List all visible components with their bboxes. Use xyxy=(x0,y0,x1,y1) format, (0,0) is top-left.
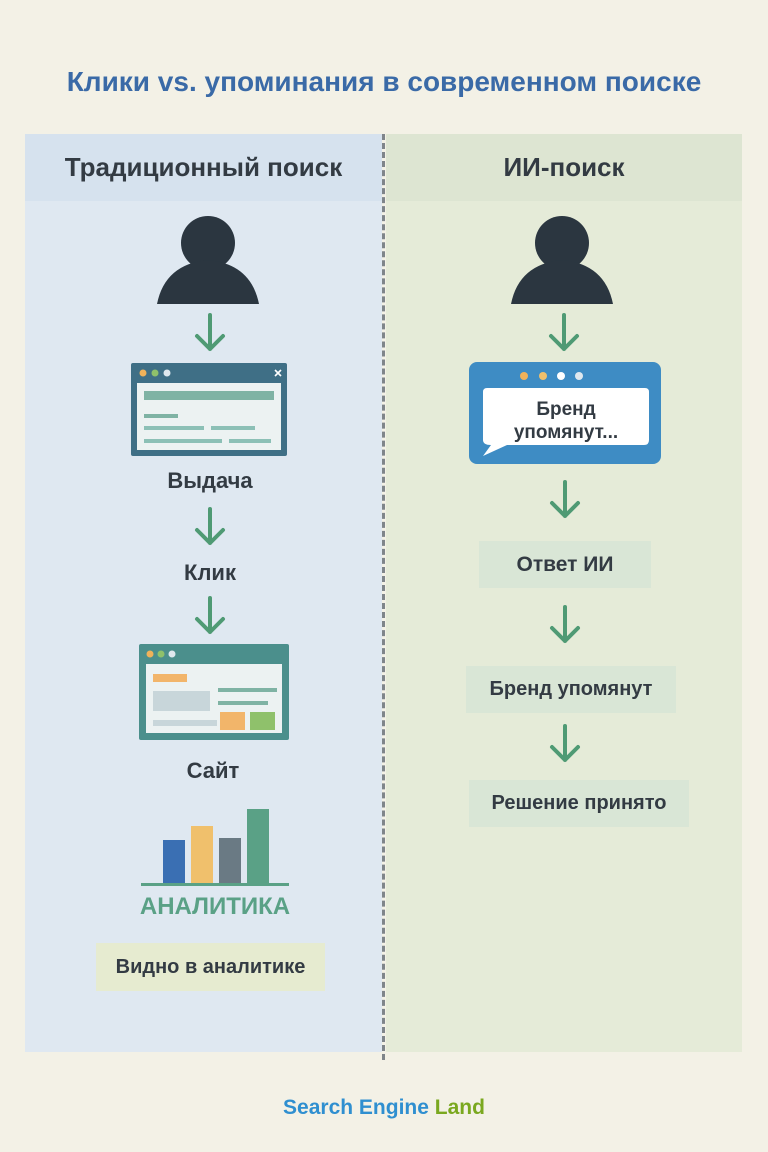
logo-part-1: Search Engine xyxy=(283,1096,429,1119)
arrow-down-icon xyxy=(550,724,580,762)
traditional-search-heading: Традиционный поиск xyxy=(25,134,382,201)
arrow-down-icon xyxy=(195,596,225,634)
brand-mentioned-box: Бренд упомянут xyxy=(466,666,676,713)
search-results-icon xyxy=(131,363,287,456)
visible-in-analytics-box: Видно в аналитике xyxy=(96,943,325,991)
ai-chat-window: Бренд упомянут... xyxy=(469,362,661,464)
search-engine-land-logo: Search Engine Land xyxy=(0,1096,768,1120)
arrow-down-icon xyxy=(195,507,225,545)
user-icon xyxy=(511,216,613,304)
ai-answer-box: Ответ ИИ xyxy=(479,541,651,588)
arrow-down-icon xyxy=(550,480,580,518)
arrow-down-icon xyxy=(195,313,225,351)
arrow-down-icon xyxy=(550,605,580,643)
logo-part-2: Land xyxy=(434,1096,485,1119)
click-label: Клик xyxy=(184,560,236,585)
bubble-line-1: Бренд xyxy=(536,399,596,420)
chat-bubble-icon xyxy=(469,362,661,464)
user-icon xyxy=(157,216,259,304)
website-icon xyxy=(139,644,289,740)
bubble-line-2: упомянут... xyxy=(513,422,619,443)
serp-label: Выдача xyxy=(167,468,253,493)
arrow-down-icon xyxy=(549,313,579,351)
site-label: Сайт xyxy=(186,758,240,783)
ai-search-heading: ИИ-поиск xyxy=(386,134,742,201)
column-divider xyxy=(382,134,385,1060)
page-title: Клики vs. упоминания в современном поиск… xyxy=(66,66,702,97)
decision-made-box: Решение принято xyxy=(469,780,689,827)
analytics-label: АНАЛИТИКА xyxy=(139,893,291,920)
analytics-chart-icon xyxy=(141,809,289,886)
